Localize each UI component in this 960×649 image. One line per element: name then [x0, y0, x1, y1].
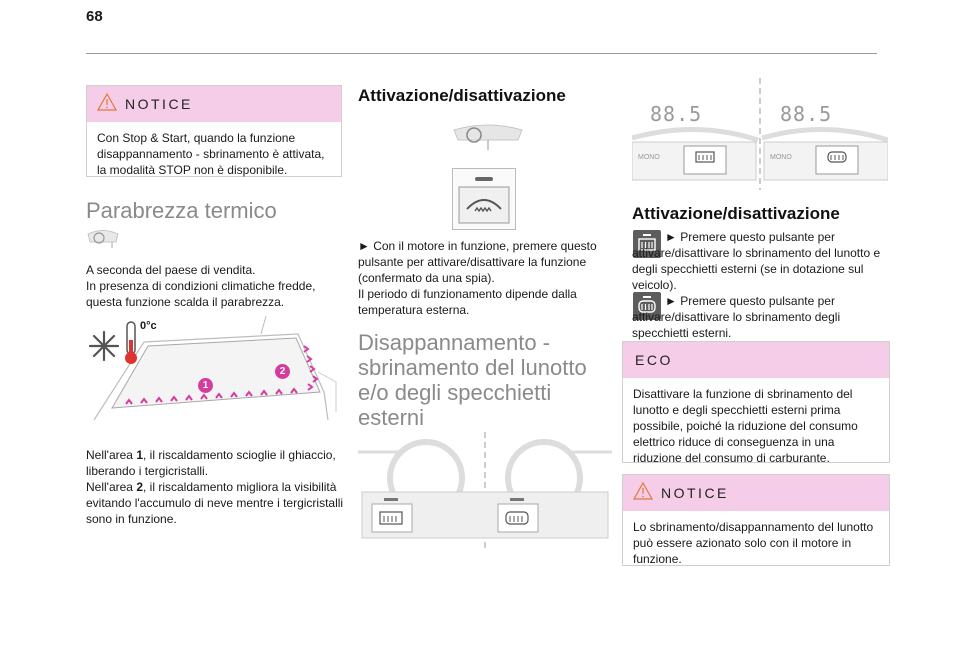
display-readout-left: 88.5 [650, 102, 703, 126]
notice-box-stop-start: NOTICE Con Stop & Start, quando la funzi… [86, 85, 342, 177]
rear-defrost-panel-figure [358, 432, 612, 548]
warning-triangle-icon [96, 92, 118, 116]
eco-title: ECO [635, 352, 673, 368]
section1-para2: Nell'area 1, il riscaldamento scioglie i… [86, 447, 346, 527]
marker-1: 1 [198, 378, 213, 393]
warning-triangle-icon [632, 481, 654, 505]
eco-header: ECO [623, 342, 889, 378]
heading-attivazione-1: Attivazione/disattivazione [358, 86, 566, 105]
activation-instruction: ► Con il motore in funzione, premere que… [358, 239, 597, 285]
display-panel-figure: 88.5 88.5 MONO MONO [631, 78, 889, 190]
windshield-figure: 0°c 1 2 [86, 312, 342, 422]
notice-header-2: NOTICE [623, 475, 889, 511]
duration-note: Il periodo di funzionamento dipende dall… [358, 287, 577, 317]
notice-header: NOTICE [87, 86, 341, 122]
rear-window-defrost-button[interactable] [633, 230, 661, 258]
country-note: A seconda del paese di vendita. [86, 263, 256, 277]
mirror-defrost-button[interactable] [633, 292, 661, 320]
eco-text: Disattivare la funzione di sbrinamento d… [633, 387, 858, 465]
page-number: 68 [86, 8, 103, 25]
display-readout-right: 88.5 [780, 102, 833, 126]
section2-text: ► Con il motore in funzione, premere que… [358, 238, 616, 318]
mono-label-left: MONO [638, 154, 660, 161]
mono-label-right: MONO [770, 154, 792, 161]
eco-box: ECO Disattivare la funzione di sbrinamen… [622, 341, 890, 465]
cold-weather-note: In presenza di condizioni climatiche fre… [86, 279, 316, 309]
top-divider [86, 53, 877, 54]
notice-box-rear-defrost: NOTICE Lo sbrinamento/disappannamento de… [622, 474, 890, 566]
mirror-defrost-text: ► Premere questo pulsante per attivare/d… [632, 294, 841, 340]
heading-disappannamento: Disappannamento - sbrinamento del lunott… [358, 330, 587, 430]
notice-text-2: Lo sbrinamento/disappannamento del lunot… [633, 520, 874, 566]
heading-attivazione-2: Attivazione/disattivazione [632, 204, 840, 223]
rear-window-defrost-text: ► Premere questo pulsante per attivare/d… [632, 230, 881, 292]
section1-para1: A seconda del paese di vendita. In prese… [86, 262, 344, 310]
area1-description: Nell'area 1, il riscaldamento scioglie i… [86, 448, 336, 478]
steering-wheel-icon [86, 228, 120, 255]
marker-2: 2 [275, 364, 290, 379]
heading-parabrezza-termico: Parabrezza termico [86, 198, 277, 223]
notice-text: Con Stop & Start, quando la funzione dis… [97, 131, 325, 177]
temperature-label: 0°c [140, 320, 157, 332]
notice-title-2: NOTICE [661, 485, 729, 501]
windshield-defrost-button[interactable] [452, 168, 516, 230]
notice-title: NOTICE [125, 96, 193, 112]
area2-description: Nell'area 2, il riscaldamento migliora l… [86, 480, 344, 526]
steering-wheel-icon-small [452, 122, 524, 157]
